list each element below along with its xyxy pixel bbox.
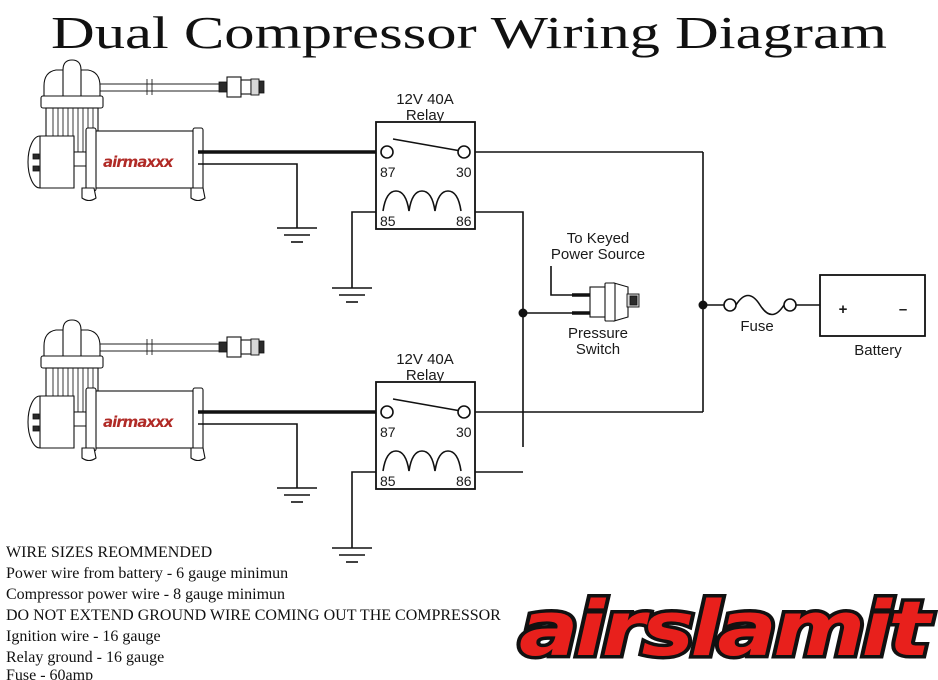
relay-top-terminal-85-label: 85 xyxy=(380,213,396,229)
relay-bottom-terminal-30[interactable] xyxy=(457,405,471,419)
notes-line-6: Fuse - 60amp xyxy=(6,667,93,680)
relay-bottom-label-line1: 12V 40A xyxy=(396,351,454,368)
ground-symbol-compressor-top xyxy=(277,227,317,243)
fuse-label: Fuse xyxy=(740,318,773,335)
relay-top-terminal-87[interactable] xyxy=(380,145,394,159)
compressor-cylinder-bottom xyxy=(27,395,75,449)
relay-top-terminal-30-label: 30 xyxy=(456,164,472,180)
compressor-tank-bottom: airmaxxx xyxy=(81,387,206,462)
relay-bottom-body[interactable] xyxy=(375,381,476,490)
wire-relay-top-coil-to-switch xyxy=(475,211,524,447)
junction-dot-switch xyxy=(518,308,528,318)
notes-line-2: Compressor power wire - 8 gauge minimun xyxy=(6,586,285,603)
airslamit-logo: airslamit xyxy=(516,581,938,677)
relay-bottom-label-line2: Relay xyxy=(406,367,445,384)
wire-compressor-ground-bottom xyxy=(198,423,298,488)
relay-top-terminal-86-label: 86 xyxy=(456,213,472,229)
relay-top-coil xyxy=(382,190,462,212)
relay-top-body[interactable] xyxy=(375,121,476,230)
airslamit-logo-text: airslamit xyxy=(519,584,934,673)
notes-line-1: Power wire from battery - 6 gauge minimu… xyxy=(6,565,288,582)
relay-bottom-terminal-87[interactable] xyxy=(380,405,394,419)
relay-top-label-line2: Relay xyxy=(406,107,445,124)
ground-symbol-compressor-bottom xyxy=(277,487,317,503)
notes-block: WIRE SIZES REOMMENDED Power wire from ba… xyxy=(6,544,501,680)
pressure-switch-label-line1: Pressure xyxy=(568,325,628,342)
relay-bottom-terminal-86-label: 86 xyxy=(456,473,472,489)
fuse[interactable]: Fuse xyxy=(703,294,820,336)
air-hose-bottom xyxy=(85,336,265,358)
keyed-source-label-line2: Power Source xyxy=(551,246,645,263)
compressor-brand-logo-top: airmaxxx xyxy=(103,153,175,171)
relay-bottom-switch-arm xyxy=(392,398,462,412)
compressor-top: airmaxxx xyxy=(27,59,265,202)
battery-negative-terminal: – xyxy=(899,301,907,318)
air-hose-top xyxy=(85,76,265,98)
relay-top-terminal-30[interactable] xyxy=(457,145,471,159)
notes-heading: WIRE SIZES REOMMENDED xyxy=(6,544,212,561)
relay-top-switch-arm xyxy=(392,138,462,152)
wire-relay-top-ground xyxy=(351,211,376,288)
wire-keyed-power-source xyxy=(550,266,575,296)
relay-bottom-coil xyxy=(382,450,462,472)
fuse-terminal-right xyxy=(783,298,797,312)
pressure-switch[interactable]: To Keyed Power Source Pressure Switch xyxy=(550,230,645,358)
ground-symbol-relay-top xyxy=(332,287,372,303)
wire-compressor-ground-top xyxy=(198,163,298,228)
compressor-cylinder-top xyxy=(27,135,75,189)
ground-symbol-relay-bottom xyxy=(332,547,372,563)
page-title: Dual Compressor Wiring Diagram xyxy=(51,7,887,58)
relay-bottom-terminal-85-label: 85 xyxy=(380,473,396,489)
battery-body[interactable] xyxy=(819,274,926,337)
pressure-switch-label-line2: Switch xyxy=(576,341,620,358)
relay-top-label-line1: 12V 40A xyxy=(396,91,454,108)
relay-top[interactable]: 12V 40A Relay 87 30 85 86 xyxy=(375,91,476,230)
fuse-element xyxy=(735,294,785,316)
compressor-bottom: airmaxxx xyxy=(27,319,265,462)
relay-bottom[interactable]: 12V 40A Relay 87 30 85 86 xyxy=(375,351,476,490)
battery[interactable]: + – Battery xyxy=(819,274,926,359)
compressor-brand-logo-bottom: airmaxxx xyxy=(103,413,175,431)
notes-line-4: Ignition wire - 16 gauge xyxy=(6,628,161,645)
fuse-terminal-left xyxy=(723,298,737,312)
wire-relay-bottom-ground xyxy=(351,471,376,548)
battery-label: Battery xyxy=(854,342,902,359)
battery-positive-terminal: + xyxy=(839,301,848,318)
relay-bottom-terminal-87-label: 87 xyxy=(380,424,396,440)
notes-line-3: DO NOT EXTEND GROUND WIRE COMING OUT THE… xyxy=(6,607,501,624)
notes-line-5: Relay ground - 16 gauge xyxy=(6,649,164,666)
relay-bottom-terminal-30-label: 30 xyxy=(456,424,472,440)
keyed-source-label-line1: To Keyed xyxy=(567,230,630,247)
relay-top-terminal-87-label: 87 xyxy=(380,164,396,180)
compressor-tank-top: airmaxxx xyxy=(81,127,206,202)
